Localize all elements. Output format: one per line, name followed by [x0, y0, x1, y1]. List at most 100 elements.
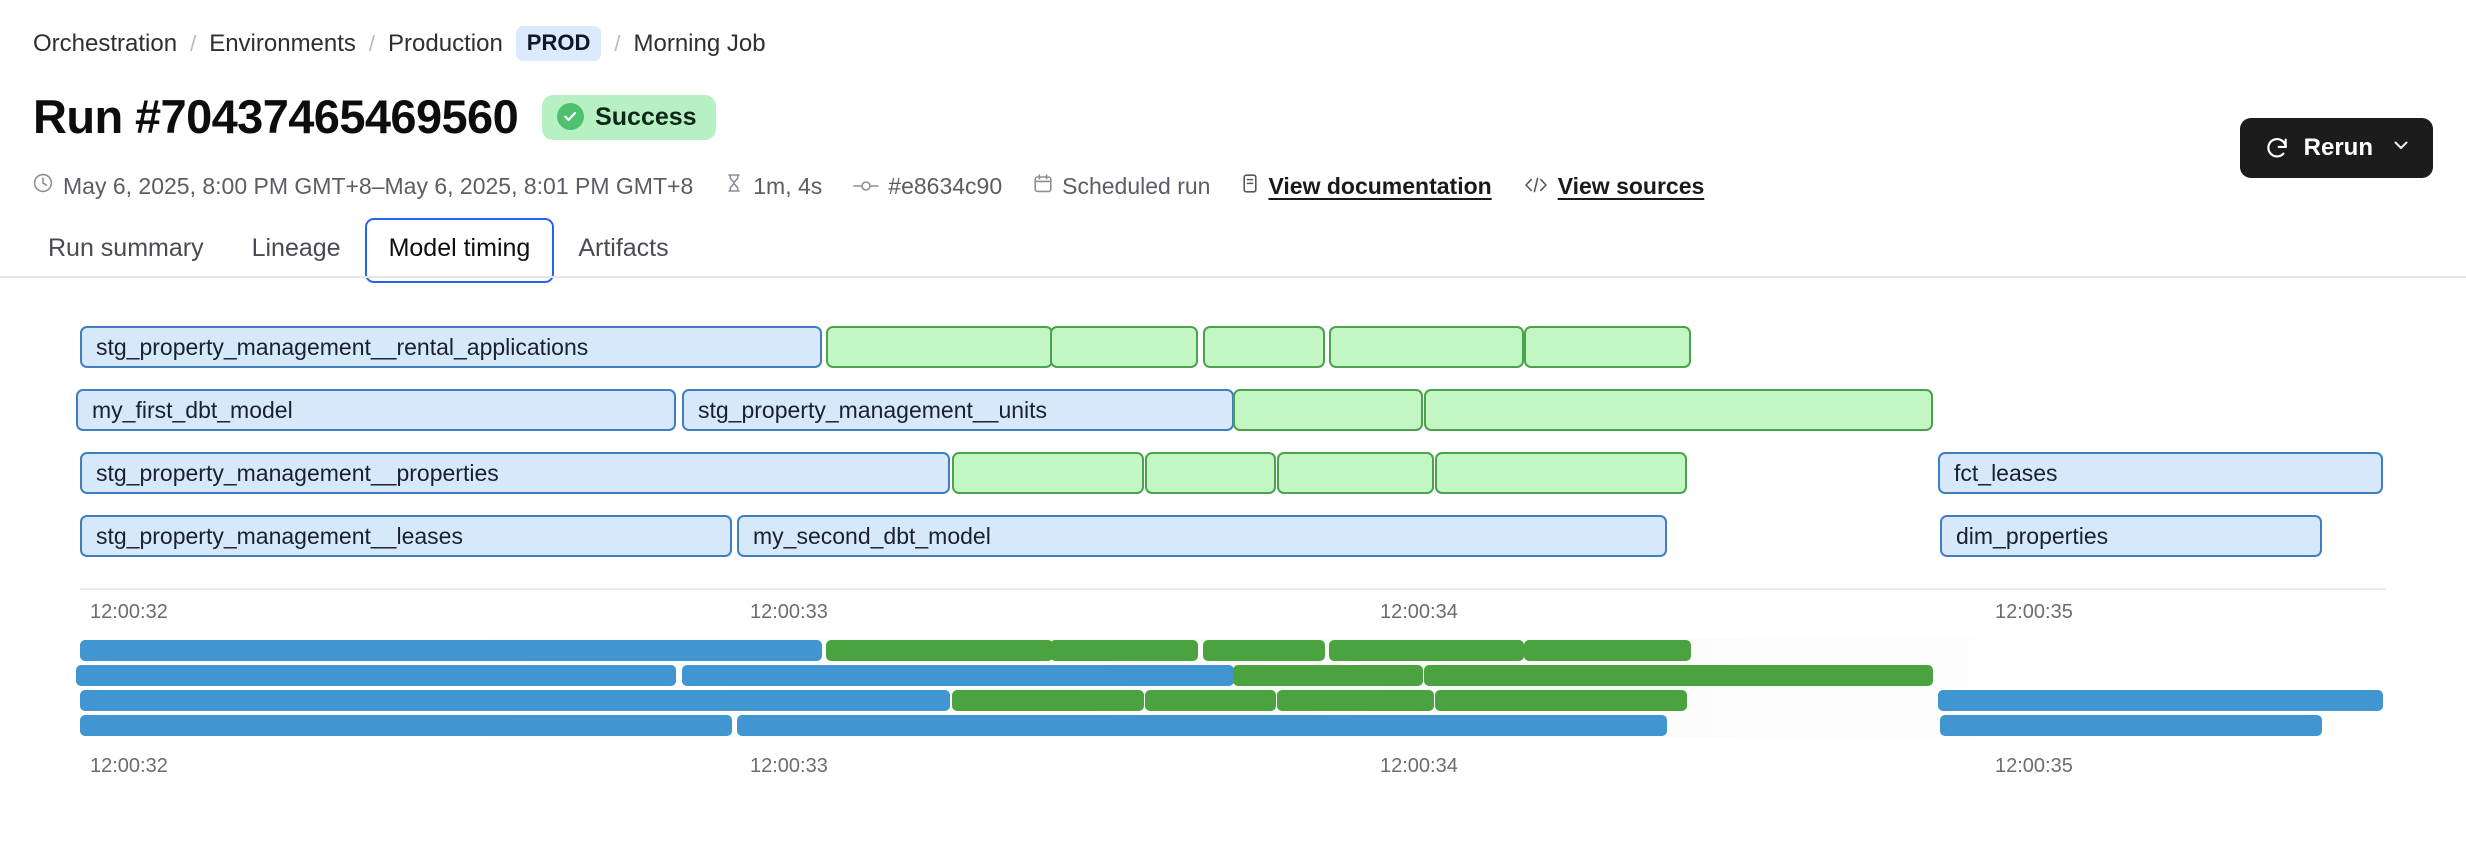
gantt-bar-test[interactable] — [1050, 326, 1198, 368]
breadcrumb-separator: / — [368, 30, 376, 56]
gantt-bar-fct_leases[interactable]: fct_leases — [1938, 452, 2383, 494]
rerun-label: Rerun — [2303, 134, 2373, 161]
meta-timerange-label: May 6, 2025, 8:00 PM GMT+8–May 6, 2025, … — [63, 173, 694, 199]
gantt-bar-my_second_dbt_model[interactable]: my_second_dbt_model — [737, 515, 1667, 557]
code-icon — [1523, 172, 1549, 200]
gantt-row: stg_property_management__rental_applicat… — [0, 318, 2466, 381]
refresh-icon — [2264, 135, 2290, 161]
gantt-bar-test[interactable] — [1203, 326, 1325, 368]
overview-bar[interactable] — [1145, 690, 1276, 711]
tab-model-timing[interactable]: Model timing — [364, 218, 555, 283]
tab-run-summary[interactable]: Run summary — [48, 234, 204, 262]
overview-bar[interactable] — [826, 640, 1053, 661]
meta-duration-label: 1m, 4s — [753, 173, 823, 199]
overview-bar[interactable] — [1050, 640, 1198, 661]
calendar-icon — [1033, 172, 1053, 200]
gantt-bar-test[interactable] — [1524, 326, 1691, 368]
overview-bar[interactable] — [682, 665, 1234, 686]
chevron-down-icon[interactable] — [2391, 134, 2411, 162]
book-icon — [1241, 172, 1259, 200]
breadcrumb-separator: / — [190, 30, 197, 56]
axis-tick-label: 12:00:32 — [90, 601, 168, 623]
axis-tick-label: 12:00:32 — [90, 755, 168, 777]
meta-duration: 1m, 4s — [724, 172, 822, 200]
meta-trigger-label: Scheduled run — [1062, 173, 1211, 199]
hourglass-icon — [724, 172, 744, 200]
breadcrumb-item-environments[interactable]: Environments — [209, 29, 356, 57]
axis-tick-label: 12:00:33 — [750, 601, 828, 623]
gantt-bar-label: stg_property_management__leases — [96, 523, 463, 549]
gantt-row: stg_property_management__leases my_second… — [0, 507, 2466, 570]
overview-bar[interactable] — [76, 665, 676, 686]
overview-bar[interactable] — [1233, 665, 1423, 686]
overview-bar[interactable] — [952, 690, 1144, 711]
overview-bar[interactable] — [737, 715, 1667, 736]
gantt-bar-label: fct_leases — [1954, 460, 2058, 486]
gantt-row: stg_property_management__properties fct_l… — [0, 444, 2466, 507]
gantt-bar-label: stg_property_management__properties — [96, 460, 499, 486]
tab-lineage[interactable]: Lineage — [251, 234, 341, 262]
breadcrumb-item-orchestration[interactable]: Orchestration — [33, 29, 178, 57]
overview-row — [0, 638, 2466, 663]
model-timing-overview — [0, 638, 2466, 738]
gantt-bar-test[interactable] — [1233, 389, 1423, 431]
gantt-bar-stg_property_management__units[interactable]: stg_property_management__units — [682, 389, 1234, 431]
overview-bar[interactable] — [1424, 665, 1933, 686]
axis-tick-label: 12:00:35 — [1995, 601, 2073, 623]
gantt-bar-stg_property_management__properties[interactable]: stg_property_management__properties — [80, 452, 950, 494]
breadcrumb-item-production[interactable]: Production — [388, 29, 503, 57]
overview-bar[interactable] — [1435, 690, 1687, 711]
axis-tick-label: 12:00:33 — [750, 755, 828, 777]
gantt-bar-my_first_dbt_model[interactable]: my_first_dbt_model — [76, 389, 676, 431]
overview-bar[interactable] — [80, 715, 732, 736]
overview-bar[interactable] — [1277, 690, 1434, 711]
overview-bar[interactable] — [80, 640, 822, 661]
breadcrumb: Orchestration / Environments / Production PRO… — [33, 26, 766, 61]
git-commit-icon — [853, 172, 880, 200]
meta-trigger: Scheduled run — [1033, 172, 1210, 200]
meta-sources[interactable]: View sources — [1523, 172, 1705, 200]
gantt-bar-label: my_second_dbt_model — [753, 523, 991, 549]
overview-row — [0, 663, 2466, 688]
gantt-bar-test[interactable] — [952, 452, 1144, 494]
overview-bar[interactable] — [1203, 640, 1325, 661]
gantt-bar-dim_properties[interactable]: dim_properties — [1940, 515, 2322, 557]
gantt-bar-test[interactable] — [1435, 452, 1687, 494]
gantt-bar-test[interactable] — [1424, 389, 1933, 431]
axis-tick-label: 12:00:34 — [1380, 601, 1458, 623]
axis-tick-label: 12:00:34 — [1380, 755, 1458, 777]
breadcrumb-item-morning-job[interactable]: Morning Job — [633, 29, 766, 57]
gantt-bar-test[interactable] — [1145, 452, 1276, 494]
gantt-bar-label: stg_property_management__rental_applicat… — [96, 334, 589, 360]
meta-documentation[interactable]: View documentation — [1241, 172, 1492, 200]
gantt-bar-stg_property_management__rental_applications[interactable]: stg_property_management__rental_applicat… — [80, 326, 822, 368]
meta-commit-label: #e8634c90 — [888, 173, 1003, 199]
run-metadata: May 6, 2025, 8:00 PM GMT+8–May 6, 2025, … — [32, 172, 1735, 200]
gantt-bar-label: stg_property_management__units — [698, 397, 1048, 423]
view-documentation-link[interactable]: View documentation — [1268, 173, 1492, 199]
gantt-bar-label: my_first_dbt_model — [92, 397, 293, 423]
overview-bar[interactable] — [1329, 640, 1524, 661]
status-badge: Success — [542, 94, 716, 140]
gantt-bar-test[interactable] — [1277, 452, 1434, 494]
rerun-button[interactable]: Rerun — [2239, 118, 2433, 178]
meta-commit: #e8634c90 — [853, 172, 1002, 200]
breadcrumb-chip-prod[interactable]: PROD — [515, 26, 602, 61]
overview-bar[interactable] — [80, 690, 950, 711]
overview-bar[interactable] — [1940, 715, 2322, 736]
view-sources-link[interactable]: View sources — [1557, 173, 1705, 199]
overview-row — [0, 713, 2466, 738]
model-timing-gantt: stg_property_management__rental_applicat… — [0, 318, 2466, 588]
gantt-bar-test[interactable] — [1329, 326, 1524, 368]
status-label: Success — [595, 102, 697, 131]
tab-divider — [0, 276, 2466, 278]
gantt-row: my_first_dbt_model stg_property_managemen… — [0, 381, 2466, 444]
gantt-bar-stg_property_management__leases[interactable]: stg_property_management__leases — [80, 515, 732, 557]
gantt-bar-test[interactable] — [826, 326, 1053, 368]
tab-artifacts[interactable]: Artifacts — [578, 234, 669, 262]
meta-timerange: May 6, 2025, 8:00 PM GMT+8–May 6, 2025, … — [32, 172, 693, 200]
overview-bar[interactable] — [1524, 640, 1691, 661]
overview-bar[interactable] — [1938, 690, 2383, 711]
